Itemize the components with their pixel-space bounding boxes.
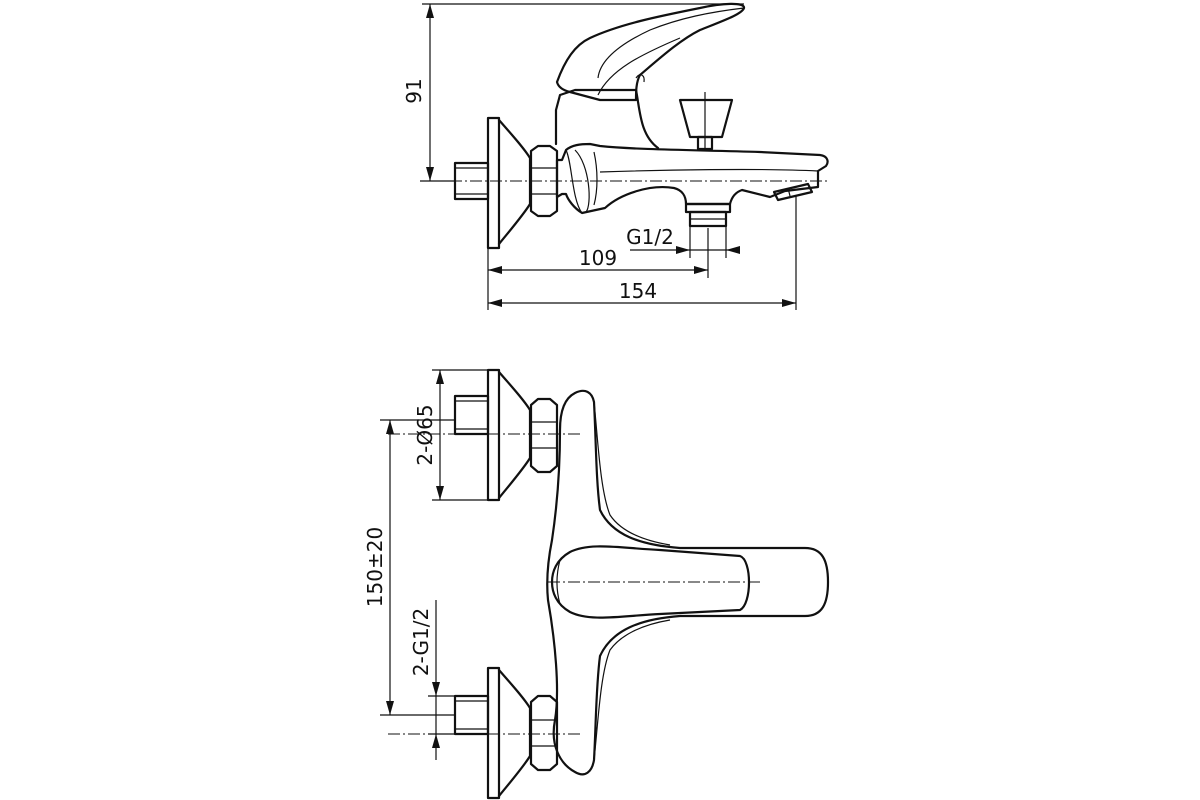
top-mixer-body [546, 389, 830, 776]
side-spout-aerator [772, 182, 814, 202]
dim-91: 91 [402, 3, 744, 182]
side-cartridge-housing [554, 88, 660, 150]
dim-inlet-thread: 2-G1/2 [409, 600, 455, 760]
dim-154-label: 154 [619, 279, 657, 303]
dim-flange-diameter-label: 2-Ø65 [413, 404, 437, 465]
dim-154: 154 [488, 196, 797, 310]
dim-flange-diameter: 2-Ø65 [413, 369, 488, 501]
side-mixer-body [555, 142, 829, 215]
side-view: 91 G1/2 109 154 [402, 2, 830, 310]
dim-inlet-spacing-label: 150±20 [363, 527, 387, 607]
top-upper-inlet [453, 368, 559, 502]
dim-inlet-thread-label: 2-G1/2 [409, 608, 433, 676]
dim-109: 109 [487, 228, 709, 310]
top-view: 2-Ø65 150±20 2-G1/2 [363, 368, 830, 800]
side-wall-flange [486, 116, 532, 250]
dim-91-label: 91 [402, 78, 426, 103]
dim-109-label: 109 [579, 246, 617, 270]
side-diverter-knob [678, 92, 734, 151]
dim-inlet-spacing: 150±20 [363, 419, 455, 716]
side-lever-handle [555, 2, 746, 102]
side-hex-nut [529, 144, 559, 218]
dim-outlet-thread-label: G1/2 [626, 225, 674, 249]
top-handle [550, 545, 750, 619]
top-lower-inlet [453, 666, 559, 800]
dim-outlet-thread: G1/2 [626, 225, 740, 258]
side-shower-outlet [684, 202, 732, 228]
